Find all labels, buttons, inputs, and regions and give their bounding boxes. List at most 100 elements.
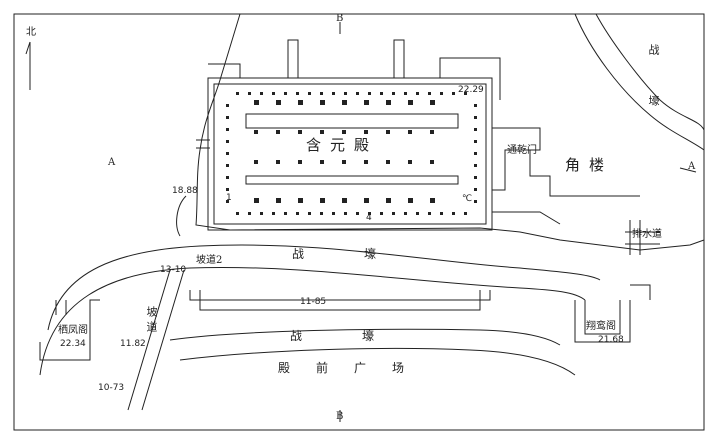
pillar-base (276, 100, 281, 105)
pillar-base (260, 212, 263, 215)
pillar-base (416, 212, 419, 215)
pillar-base (226, 152, 229, 155)
pillar-base (408, 100, 413, 105)
pillar-base (474, 104, 477, 107)
right-trench-inner (574, 13, 705, 151)
pillar-base (254, 100, 259, 105)
marker-c: ℃ (462, 194, 473, 204)
pillar-base (296, 92, 299, 95)
pillar-base (226, 164, 229, 167)
marker-1: 1 (226, 193, 232, 203)
pillar-base (332, 212, 335, 215)
pillar-base (298, 130, 302, 134)
pillar-base (320, 92, 323, 95)
pillar-base (320, 212, 323, 215)
ramp-2-label: 坡道2 (196, 255, 223, 266)
trench-bottom-label: 战壕 (290, 329, 435, 343)
xiangluan-label: 翔鸾阁 (586, 321, 616, 332)
pillar-base (408, 198, 413, 203)
jiaolou-outline-top (505, 149, 640, 197)
pillar-base (276, 130, 280, 134)
drainage-channel (625, 220, 660, 255)
pillar-base (464, 92, 467, 95)
pillar-base (364, 198, 369, 203)
pillar-base (254, 160, 258, 164)
pillar-base (428, 92, 431, 95)
hall-platform-outer (207, 77, 493, 231)
pillar-base (296, 212, 299, 215)
elev-22-29: 22.29 (458, 85, 484, 95)
pillar-base (276, 160, 280, 164)
pillar-base (248, 92, 251, 95)
trench-lower-edge (169, 328, 561, 346)
pillar-base (226, 128, 229, 131)
pillar-base (452, 92, 455, 95)
north-step-2 (393, 39, 405, 78)
pillar-base (260, 92, 263, 95)
pillar-base (430, 100, 435, 105)
pillar-base (364, 100, 369, 105)
trench-mid-wall-inner (189, 290, 491, 301)
hall-inner-top (245, 113, 459, 129)
pillar-base (474, 200, 477, 203)
pillar-base (254, 198, 259, 203)
north-step-1 (287, 39, 299, 78)
pillar-base (380, 92, 383, 95)
trench-right-label: 战壕 (647, 44, 660, 146)
pillar-base (344, 212, 347, 215)
pillar-base (236, 92, 239, 95)
jiaolou-outline-low (492, 211, 561, 225)
pillar-base (474, 116, 477, 119)
pillar-base (308, 212, 311, 215)
pillar-base (298, 198, 303, 203)
jiaolou-label: 角楼 (565, 156, 614, 174)
pillar-base (474, 152, 477, 155)
pillar-base (226, 140, 229, 143)
pillar-base (308, 92, 311, 95)
elev-11-85: 11-85 (300, 297, 327, 307)
pillar-base (298, 160, 302, 164)
pillar-base (342, 100, 347, 105)
north-arrow-head (25, 41, 31, 55)
pillar-base (284, 92, 287, 95)
pillar-base (474, 128, 477, 131)
elev-13-10: 13-10 (160, 265, 187, 275)
pillar-base (416, 92, 419, 95)
pillar-base (440, 212, 443, 215)
pillar-base (236, 212, 239, 215)
frame-border (13, 13, 705, 431)
pillar-base (428, 212, 431, 215)
pillar-base (320, 130, 324, 134)
pillar-base (332, 92, 335, 95)
pillar-base (356, 92, 359, 95)
pillar-base (380, 212, 383, 215)
trench-top-inner (39, 266, 586, 376)
pillar-base (298, 100, 303, 105)
left-mound (176, 195, 187, 237)
right-trench-outline (595, 13, 705, 131)
pillar-base (344, 92, 347, 95)
trench-top-label: 战壕 (292, 247, 437, 261)
north-label: 北 (26, 27, 36, 38)
pillar-base (226, 176, 229, 179)
pillar-base (320, 100, 325, 105)
pillar-base (430, 130, 434, 134)
qifeng-label: 栖凤阁 (58, 325, 88, 336)
pillar-base (474, 176, 477, 179)
pillar-base (368, 92, 371, 95)
section-b-top-label: B (336, 13, 344, 24)
pillar-base (284, 212, 287, 215)
pillar-base (386, 100, 391, 105)
pillar-base (226, 200, 229, 203)
tongqian-passage (492, 127, 541, 191)
section-a-right-label: A (688, 161, 696, 172)
pillar-base (386, 130, 390, 134)
pillar-base (392, 212, 395, 215)
pillar-base (404, 92, 407, 95)
xiangluan-inner (584, 300, 621, 335)
pillar-base (226, 188, 229, 191)
elev-10-73: 10-73 (98, 383, 125, 393)
pillar-base (440, 92, 443, 95)
pillar-base (248, 212, 251, 215)
